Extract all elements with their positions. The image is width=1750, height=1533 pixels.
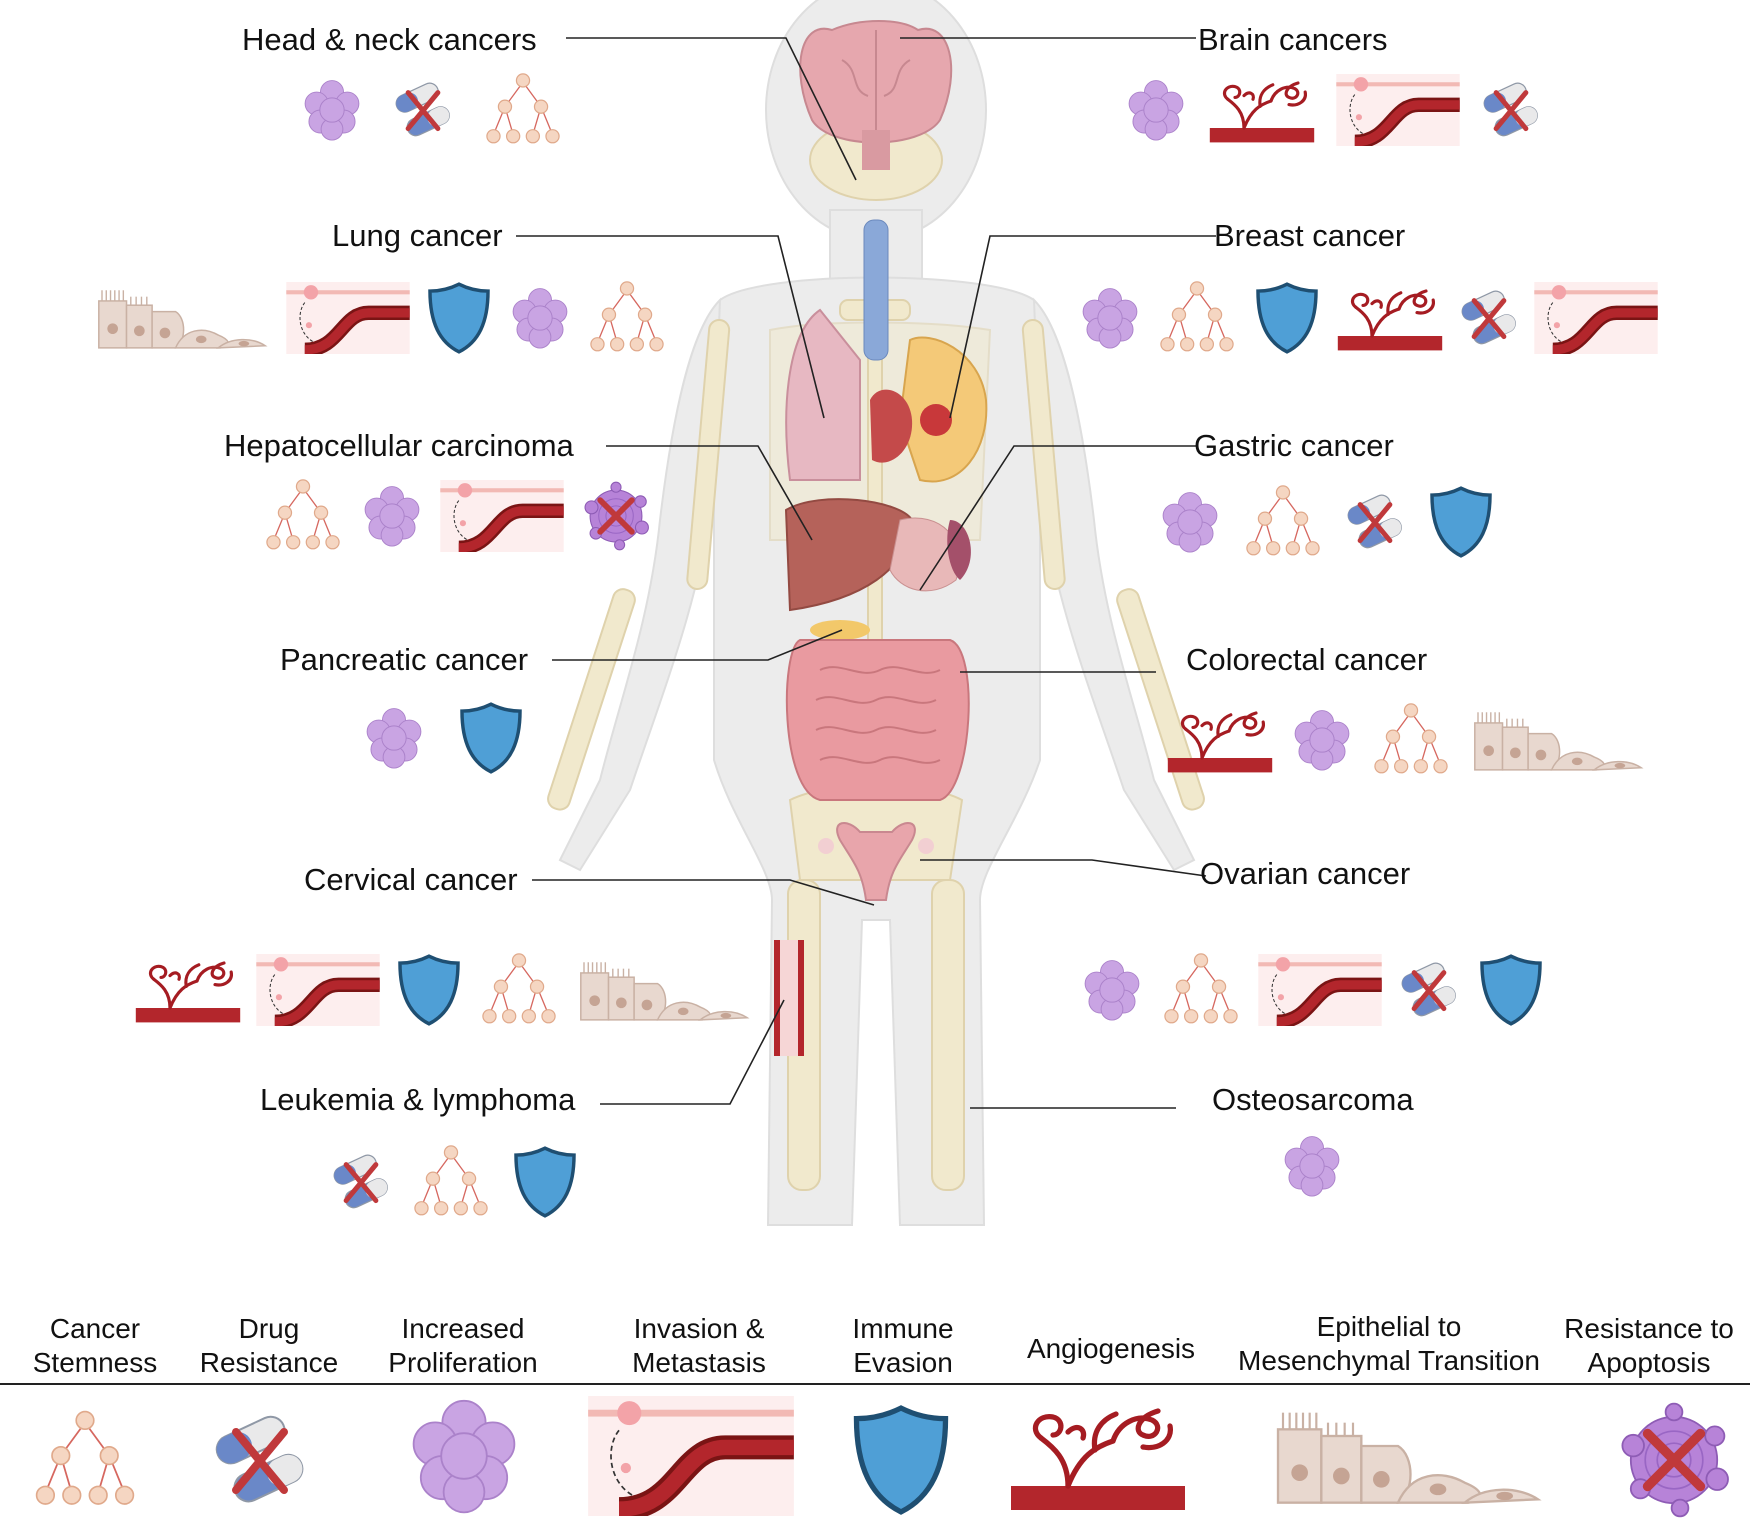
legend-proliferation-icon <box>412 1399 516 1514</box>
drug-resistance-icon <box>393 80 452 138</box>
proliferation-icon <box>1082 288 1138 349</box>
immune-evasion-shield-icon <box>514 1146 576 1218</box>
invasion-metastasis-icon <box>1336 74 1459 146</box>
invasion-metastasis-icon <box>1534 282 1657 354</box>
proliferation-icon <box>304 80 360 141</box>
proliferation-icon <box>1084 960 1140 1021</box>
label-osteosarcoma: Osteosarcoma <box>1212 1082 1414 1117</box>
label-pancreatic-cancer: Pancreatic cancer <box>280 642 529 677</box>
cancer-stemness-icon <box>266 479 340 550</box>
angiogenesis-icon <box>1208 81 1316 145</box>
proliferation-icon <box>1284 1136 1340 1197</box>
angiogenesis-icon <box>134 961 242 1025</box>
cancer-stemness-icon <box>486 73 560 144</box>
legend-invasion-metastasis-icon <box>588 1396 794 1516</box>
apoptosis-resistance-icon <box>585 482 648 550</box>
immune-evasion-shield-icon <box>460 702 522 774</box>
label-head-neck-cancers: Head & neck cancers <box>242 22 537 57</box>
emt-icon <box>98 289 266 349</box>
body-illustration <box>547 0 1205 1226</box>
cancer-stemness-icon <box>1164 953 1238 1024</box>
legend-angiogenesis-icon <box>1011 1411 1185 1510</box>
immune-evasion-shield-icon <box>1480 954 1542 1026</box>
drug-resistance-icon <box>1459 288 1518 346</box>
drug-resistance-icon <box>1345 492 1404 550</box>
proliferation-icon <box>512 288 568 349</box>
legend-cancer-stemness-icon <box>35 1410 135 1505</box>
label-lung-cancer: Lung cancer <box>332 218 503 253</box>
drug-resistance-icon <box>1399 960 1458 1018</box>
drug-resistance-icon <box>331 1152 390 1210</box>
emt-icon <box>580 961 748 1021</box>
label-hepatocellular-carcinoma: Hepatocellular carcinoma <box>224 428 574 463</box>
legend-label-invasion-metastasis: Invasion &Metastasis <box>632 1313 766 1379</box>
drug-resistance-icon <box>1481 80 1540 138</box>
legend-emt-icon <box>1276 1411 1540 1505</box>
cancer-stemness-icon <box>482 953 556 1024</box>
cancer-stemness-icon <box>1160 281 1234 352</box>
cancer-stemness-icon <box>1374 703 1448 774</box>
label-brain-cancers: Brain cancers <box>1198 22 1388 57</box>
proliferation-icon <box>1128 80 1184 141</box>
cancer-stemness-icon <box>1246 485 1320 556</box>
label-colorectal-cancer: Colorectal cancer <box>1186 642 1428 677</box>
invasion-metastasis-icon <box>440 480 563 552</box>
proliferation-icon <box>366 708 422 769</box>
invasion-metastasis-icon <box>286 282 409 354</box>
label-leukemia-lymphoma: Leukemia & lymphoma <box>260 1082 576 1117</box>
legend-apoptosis-resistance-icon <box>1622 1404 1728 1517</box>
emt-icon <box>1474 711 1642 771</box>
immune-evasion-shield-icon <box>398 954 460 1026</box>
immune-evasion-shield-icon <box>1256 282 1318 354</box>
legend-drug-resistance-icon <box>212 1412 307 1506</box>
proliferation-icon <box>1294 710 1350 771</box>
cancer-stemness-icon <box>414 1145 488 1216</box>
leader-lines <box>516 37 1216 1109</box>
legend-label-angiogenesis: Angiogenesis <box>1026 1333 1196 1364</box>
invasion-metastasis-icon <box>1258 954 1381 1026</box>
proliferation-icon <box>364 486 420 547</box>
label-cervical-cancer: Cervical cancer <box>304 862 518 897</box>
immune-evasion-shield-icon <box>1430 486 1492 558</box>
label-breast-cancer: Breast cancer <box>1214 218 1406 253</box>
invasion-metastasis-icon <box>256 954 379 1026</box>
label-ovarian-cancer: Ovarian cancer <box>1200 856 1411 891</box>
immune-evasion-shield-icon <box>428 282 490 354</box>
legend-immune-evasion-shield-icon <box>856 1408 945 1512</box>
label-gastric-cancer: Gastric cancer <box>1194 428 1394 463</box>
angiogenesis-icon <box>1336 289 1444 353</box>
proliferation-icon <box>1162 492 1218 553</box>
cancer-stemness-icon <box>590 281 664 352</box>
